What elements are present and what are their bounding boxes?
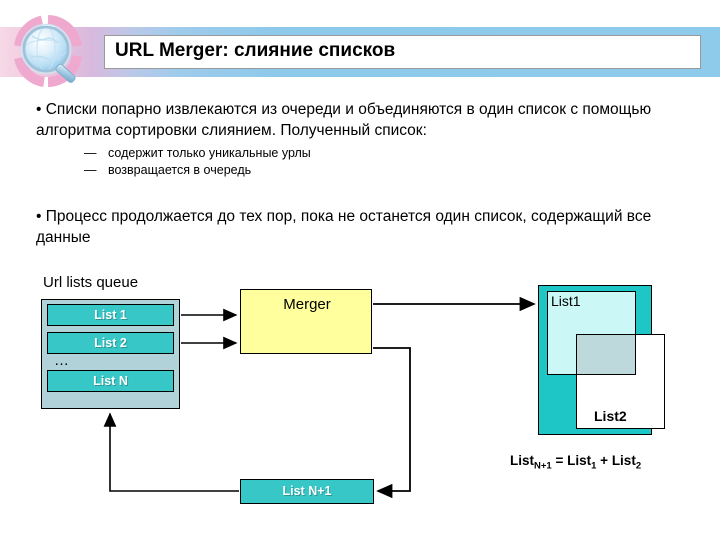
queue-item-list-n[interactable]: List N xyxy=(47,370,174,392)
list-item: — возвращается в очередь xyxy=(84,162,311,179)
merger-box[interactable]: Merger xyxy=(240,289,372,354)
bullet-paragraph-2: • Процесс продолжается до тех пор, пока … xyxy=(36,208,652,246)
merge-formula: ListN+1 = List1 + List2 xyxy=(510,453,641,472)
output-list-n-plus-1[interactable]: List N+1 xyxy=(240,479,374,504)
flow-diagram: Url lists queue List 1 List 2 … List N M… xyxy=(0,258,720,540)
merger-label: Merger xyxy=(283,296,331,313)
formula-op1-sub: 1 xyxy=(591,460,597,472)
result-overlap-region xyxy=(576,334,636,375)
dash-mark: — xyxy=(84,146,97,160)
queue-item-list-1[interactable]: List 1 xyxy=(47,304,174,326)
formula-lhs: List xyxy=(510,453,535,468)
formula-eq: = xyxy=(551,453,568,468)
formula-lhs-sub: N+1 xyxy=(534,460,552,472)
sub-item-label: возвращается в очередь xyxy=(108,163,252,177)
sub-item-label: содержит только уникальные урлы xyxy=(108,146,311,160)
sub-item-list: — содержит только уникальные урлы — возвра… xyxy=(84,145,311,179)
result-list2-label: List2 xyxy=(594,408,627,424)
result-list1-label: List1 xyxy=(551,293,581,309)
queue-label: Url lists queue xyxy=(43,274,139,291)
queue-ellipsis: … xyxy=(54,352,71,369)
formula-op2-sub: 2 xyxy=(635,460,642,472)
formula-plus: + xyxy=(596,453,612,468)
page-title: URL Merger: слияние списков xyxy=(115,40,396,61)
queue-item-list-2[interactable]: List 2 xyxy=(47,332,174,354)
magnifier-globe-logo-icon xyxy=(6,12,90,92)
formula-op1: List xyxy=(567,453,592,468)
bullet-paragraph-1: • Списки попарно извлекаются из очереди … xyxy=(36,101,652,139)
list-item: — содержит только уникальные урлы xyxy=(84,145,311,162)
title-box: URL Merger: слияние списков xyxy=(104,35,701,69)
dash-mark: — xyxy=(84,163,97,177)
formula-op2: List xyxy=(611,453,636,468)
